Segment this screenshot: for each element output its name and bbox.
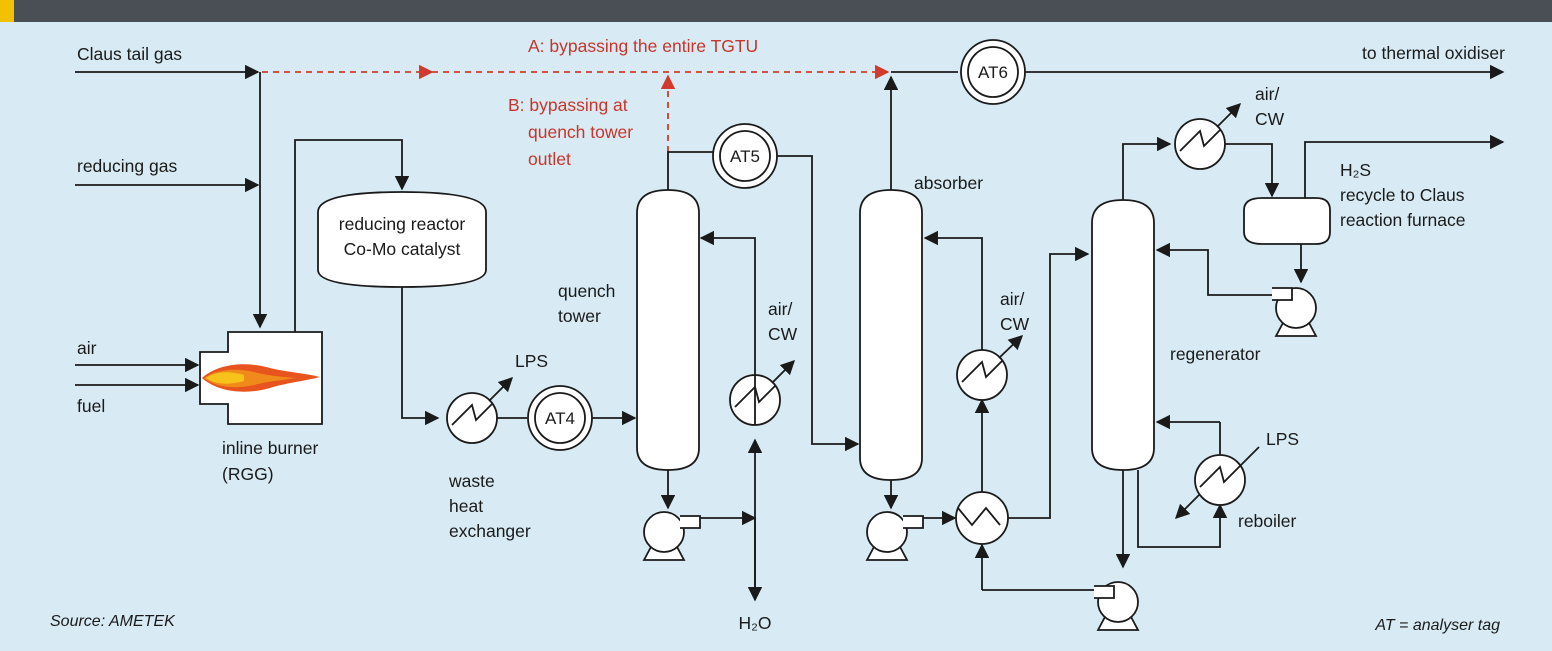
thermal-oxidiser-label: to thermal oxidiser	[1362, 43, 1505, 63]
whe-label-1: waste	[448, 471, 495, 491]
at4-label: AT4	[545, 409, 575, 428]
feed-lines	[75, 64, 268, 393]
aircw-quench-label-1: air/	[768, 299, 792, 319]
absorber-label: absorber	[914, 173, 983, 193]
reactor-label-2: Co-Mo catalyst	[344, 239, 461, 259]
regenerator-pump	[1094, 581, 1140, 631]
quench-pump	[642, 510, 757, 561]
reducing-gas-label: reducing gas	[77, 156, 177, 176]
analyser-at6: AT6	[891, 39, 1505, 105]
lps-reboiler-label: LPS	[1266, 429, 1299, 449]
bypass-b-label-3: outlet	[528, 149, 571, 169]
absorber-pump	[865, 510, 957, 561]
lean-rich-exchanger	[955, 246, 1098, 591]
reducing-reactor	[317, 191, 487, 426]
air-label: air	[77, 338, 97, 358]
reactor-label-1: reducing reactor	[339, 214, 466, 234]
h2s-furnace-label: reaction furnace	[1340, 210, 1466, 230]
lps-whe-label: LPS	[515, 351, 548, 371]
waste-heat-exchanger	[446, 376, 527, 444]
quench-label-1: quench	[558, 281, 615, 301]
quench-cooler	[699, 230, 796, 602]
h2o-label: H₂O	[738, 613, 771, 633]
whe-label-3: exchanger	[449, 521, 531, 541]
analyser-at4: AT4	[527, 385, 637, 451]
quench-tower	[636, 151, 713, 510]
reflux-pump	[1155, 242, 1318, 337]
analyser-at5: AT5	[712, 123, 860, 452]
h2s-label: H₂S	[1340, 160, 1371, 180]
claus-tail-gas-label: Claus tail gas	[77, 44, 182, 64]
bypass-b-label-2: quench tower	[528, 122, 633, 142]
aircw-absorber-label-2: CW	[1000, 314, 1030, 334]
aircw-quench-label-2: CW	[768, 324, 798, 344]
labels: Claus tail gas reducing gas air fuel inl…	[50, 36, 1505, 634]
reboiler	[1174, 422, 1260, 520]
absorber-cooler	[923, 230, 1024, 401]
reboiler-label: reboiler	[1238, 511, 1297, 531]
fuel-label: fuel	[77, 396, 105, 416]
overhead-condenser	[1174, 102, 1280, 198]
regenerator-label: regenerator	[1170, 344, 1261, 364]
reflux-drum	[1243, 134, 1505, 284]
h2s-recycle-label: recycle to Claus	[1340, 185, 1465, 205]
source-note: Source: AMETEK	[50, 613, 176, 630]
title-bar	[0, 0, 1552, 22]
aircw-regen-label-1: air/	[1255, 84, 1279, 104]
at6-label: AT6	[978, 63, 1008, 82]
aircw-absorber-label-1: air/	[1000, 289, 1024, 309]
inline-burner-label: inline burner	[222, 438, 318, 458]
at5-label: AT5	[730, 147, 760, 166]
regenerator	[1091, 136, 1228, 569]
bypass-b-label-1: B: bypassing at	[508, 95, 628, 115]
rgg-label: (RGG)	[222, 464, 274, 484]
title-accent	[0, 0, 14, 22]
quench-label-2: tower	[558, 306, 601, 326]
flame-icon	[202, 364, 320, 392]
bypass-a-label: A: bypassing the entire TGTU	[528, 36, 758, 56]
absorber	[859, 75, 923, 510]
inline-burner	[199, 139, 410, 425]
legend-note: AT = analyser tag	[1374, 617, 1500, 634]
bypass-lines	[262, 64, 890, 152]
aircw-regen-label-2: CW	[1255, 109, 1285, 129]
whe-label-2: heat	[449, 496, 483, 516]
